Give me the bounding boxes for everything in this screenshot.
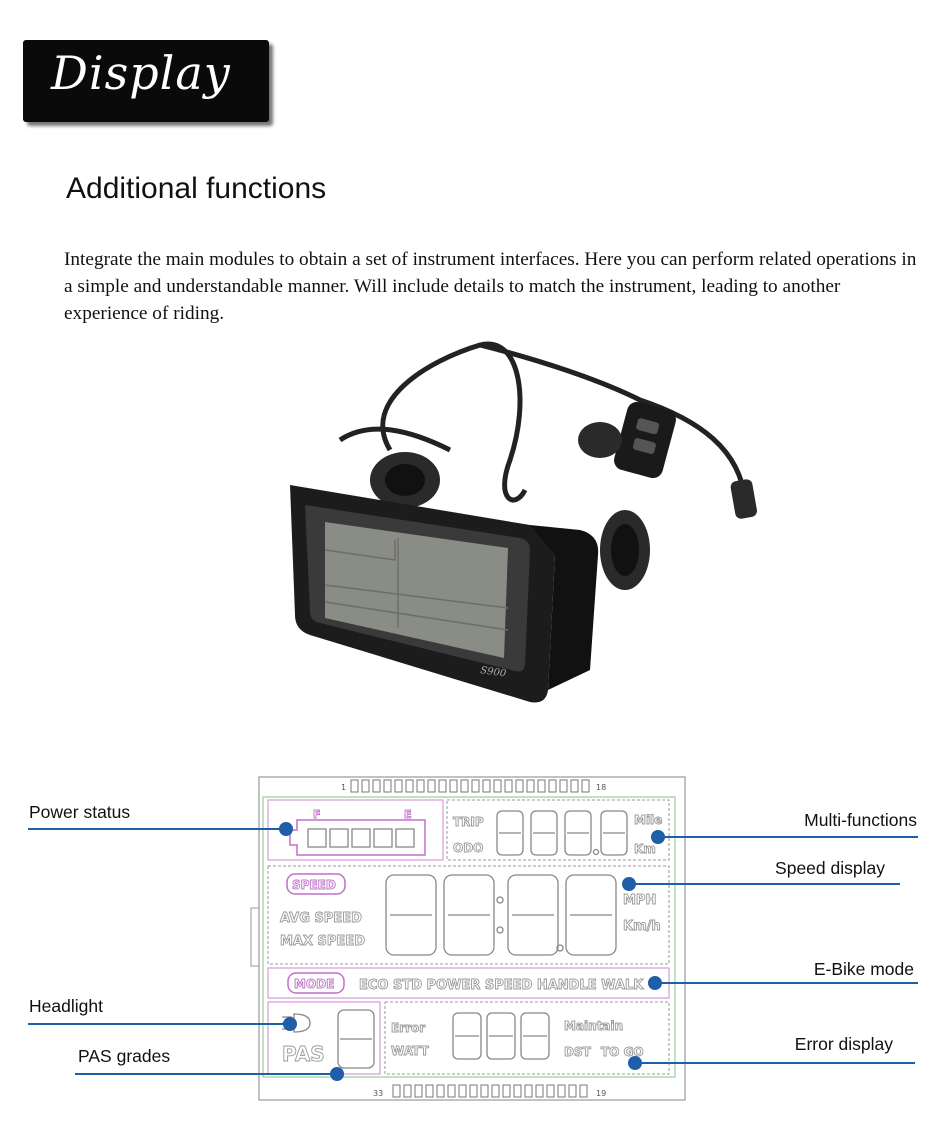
error-digits <box>452 1012 550 1060</box>
speed-badge: SPEED <box>292 878 336 892</box>
mile-label: Mile <box>634 813 662 827</box>
kmh-label: Km/h <box>623 919 661 934</box>
avg-speed-label: AVG SPEED <box>280 911 362 926</box>
battery-icon <box>289 819 426 856</box>
callout-speed-display: Speed display <box>775 858 885 878</box>
km-label: Km <box>634 842 656 856</box>
pin-label-19: 19 <box>596 1089 606 1098</box>
callout-multi-functions: Multi-functions <box>804 810 917 830</box>
trip-label: TRIP <box>453 815 484 829</box>
callout-ebike-mode: E-Bike mode <box>814 959 914 979</box>
fuel-empty-label: E <box>404 808 412 821</box>
display-banner: Display <box>23 40 269 122</box>
mode-badge: MODE <box>294 977 334 991</box>
lcd-pins-bottom <box>392 1084 588 1098</box>
mph-label: MPH <box>623 893 656 908</box>
error-label: Error <box>391 1021 425 1035</box>
pin-label-18: 18 <box>596 783 606 792</box>
battery-bars <box>307 828 415 848</box>
device-photo: S900 <box>290 341 758 703</box>
callout-headlight: Headlight <box>29 996 103 1016</box>
pas-digit <box>337 1009 375 1069</box>
mode-list: ECO STD POWER SPEED HANDLE WALK <box>359 978 644 993</box>
callout-error-display: Error display <box>795 1034 893 1054</box>
pin-label-33: 33 <box>373 1089 383 1098</box>
trip-digits <box>496 810 628 856</box>
section-title: Additional functions <box>66 172 327 205</box>
intro-paragraph: Integrate the main modules to obtain a s… <box>64 249 917 324</box>
dst-label: DST <box>564 1045 592 1059</box>
fuel-full-label: F <box>313 808 321 821</box>
maintain-label: Maintain <box>564 1019 623 1033</box>
pas-label: PAS <box>282 1042 325 1066</box>
max-speed-label: MAX SPEED <box>280 934 365 949</box>
speed-digits <box>385 874 617 956</box>
odo-label: ODO <box>453 841 483 855</box>
callout-lines <box>28 822 918 1081</box>
device-model-label: S900 <box>480 665 508 680</box>
lcd-pins-top <box>350 779 590 793</box>
banner-title: Display <box>51 46 231 100</box>
callout-pas-grades: PAS grades <box>78 1046 170 1066</box>
to-go-label: TO GO <box>601 1045 644 1059</box>
watt-label: WATT <box>391 1044 430 1058</box>
callout-power-status: Power status <box>29 802 130 822</box>
pin-label-1: 1 <box>341 783 346 792</box>
